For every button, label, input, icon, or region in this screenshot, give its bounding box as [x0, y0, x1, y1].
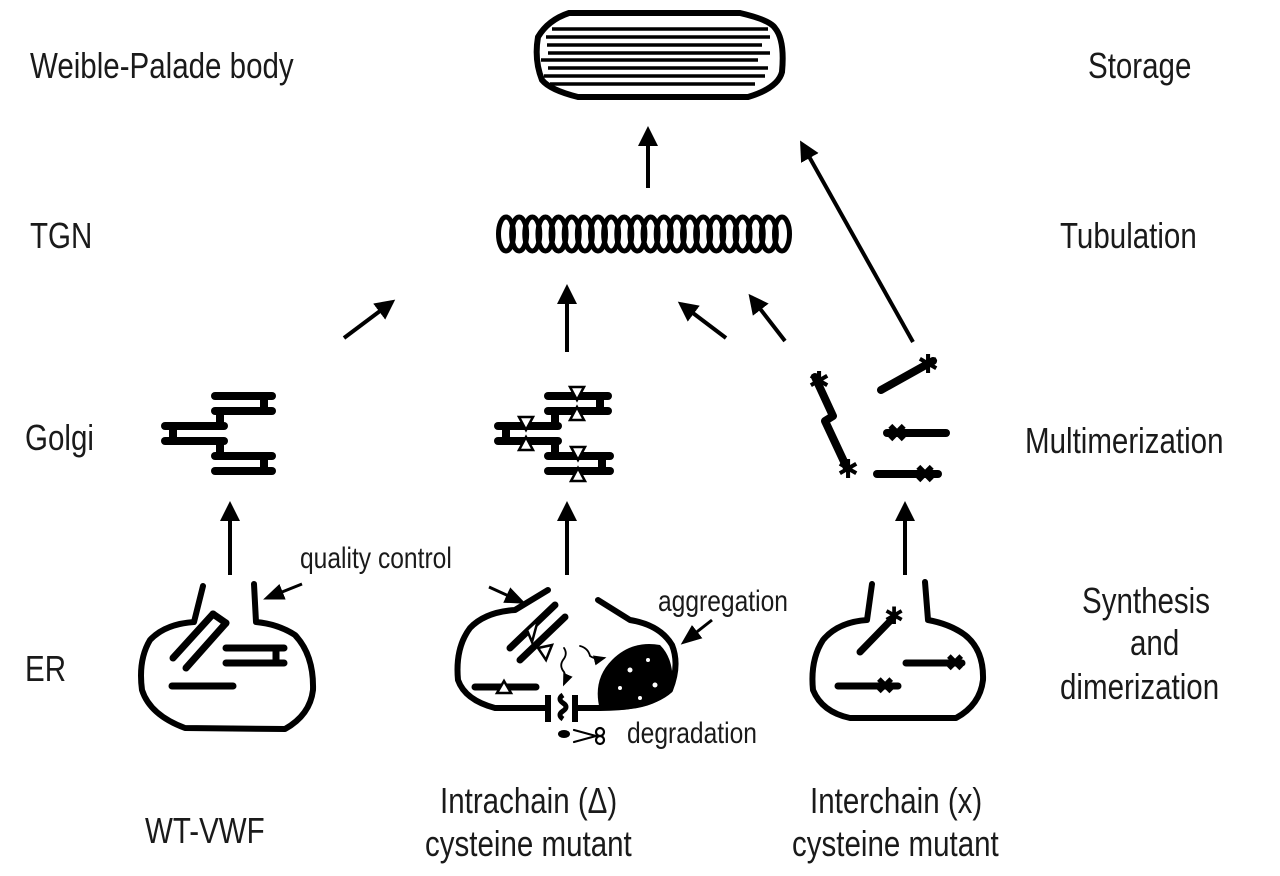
tubule-coil: [772, 214, 792, 254]
svg-text:✱: ✱: [884, 602, 904, 630]
arrow-qc-wt: [263, 582, 303, 600]
annotation-quality-control: quality control: [300, 542, 452, 575]
wt-multimer-icon: [161, 392, 276, 475]
arrow-wt-golgi-to-tgn: [342, 299, 396, 340]
wt-er-icon: [138, 581, 317, 732]
column-label-wt-vwf: WT-VWF: [145, 810, 265, 851]
label-storage: Storage: [1088, 45, 1192, 86]
arrow-inter-golgi-to-tgn-2: [748, 293, 787, 343]
svg-text:✱: ✱: [808, 367, 830, 397]
interchain-er-icon: ✱ ✖ ✖: [809, 579, 987, 721]
svg-text:✖: ✖: [886, 419, 908, 449]
interchain-multimer-icon: ✱ ✱ ✱ ✖ ✖: [808, 350, 950, 490]
arrow-inter-to-storage: [800, 140, 915, 343]
label-tubulation: Tubulation: [1060, 215, 1197, 256]
label-er: ER: [25, 648, 67, 689]
label-weibel-palade-body: Weible-Palade body: [30, 45, 294, 86]
label-and: and: [1130, 622, 1180, 663]
intrachain-multimer-icon: [494, 385, 614, 483]
svg-text:✖: ✖: [945, 649, 965, 677]
column-label-intrachain-line1: Intrachain (Δ): [440, 780, 618, 821]
column-label-intrachain-line2: cysteine mutant: [425, 823, 632, 864]
arrow-aggregation: [680, 618, 713, 645]
column-label-interchain-line1: Interchain (x): [810, 780, 983, 821]
svg-text:✱: ✱: [837, 455, 859, 485]
tubule-icon: [496, 214, 792, 254]
column-label-interchain-line2: cysteine mutant: [792, 823, 999, 864]
arrow-qc-intra: [488, 585, 526, 604]
svg-text:✖: ✖: [875, 672, 895, 700]
svg-text:✖: ✖: [914, 460, 936, 490]
label-dimerization: dimerization: [1060, 666, 1220, 707]
svg-text:✱: ✱: [917, 350, 939, 380]
scissors-icon: [572, 726, 606, 746]
intrachain-er-icon: [454, 587, 679, 746]
annotation-aggregation: aggregation: [658, 585, 788, 618]
weibel-palade-body-icon: [533, 10, 786, 100]
label-synthesis: Synthesis: [1082, 580, 1210, 621]
annotation-degradation: degradation: [627, 717, 757, 750]
label-golgi: Golgi: [25, 417, 94, 458]
label-tgn: TGN: [30, 215, 93, 256]
label-multimerization: Multimerization: [1025, 420, 1224, 461]
arrow-inter-golgi-to-tgn-1: [677, 301, 728, 340]
